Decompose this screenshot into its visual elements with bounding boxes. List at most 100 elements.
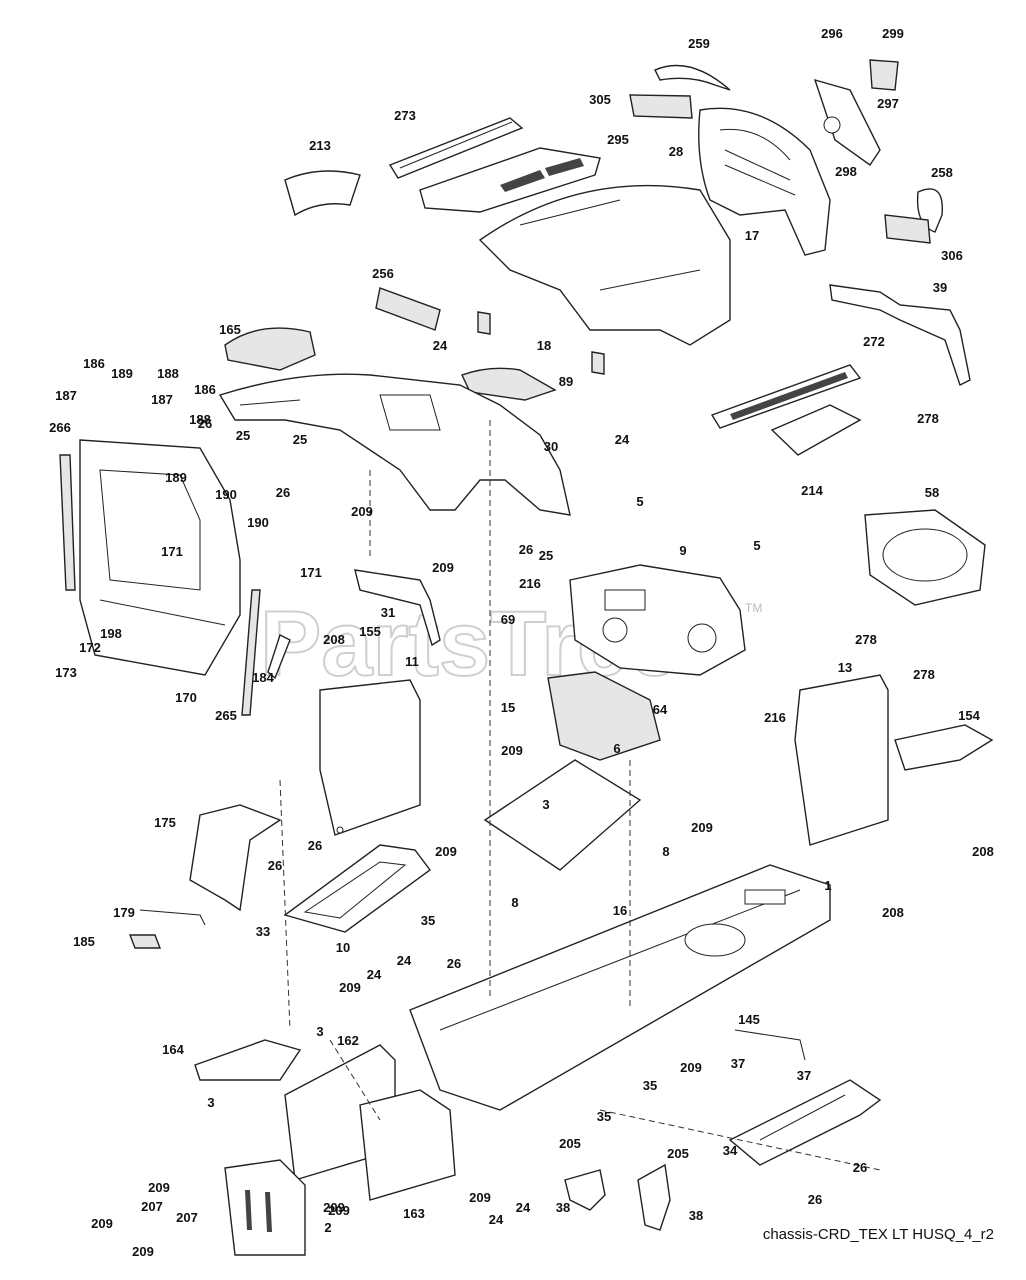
- callout-259: 259: [688, 36, 710, 51]
- part-213-panel[interactable]: [284, 170, 361, 217]
- callout-30: 30: [544, 439, 558, 454]
- part-17-hood[interactable]: [478, 184, 731, 346]
- callout-209: 209: [501, 743, 523, 758]
- part-299-emblem[interactable]: [869, 59, 899, 91]
- callout-266: 266: [49, 420, 71, 435]
- part-11-side-plate[interactable]: [319, 679, 421, 836]
- callout-15: 15: [501, 700, 515, 715]
- callout-24: 24: [433, 338, 448, 353]
- alignment-line: [279, 779, 291, 1031]
- callout-163: 163: [403, 1206, 425, 1221]
- callout-186: 186: [194, 382, 216, 397]
- callout-273: 273: [394, 108, 416, 123]
- part-89-cover[interactable]: [461, 367, 557, 401]
- callout-209: 209: [351, 504, 373, 519]
- callout-188: 188: [189, 412, 211, 427]
- callout-164: 164: [162, 1042, 184, 1057]
- callout-24: 24: [615, 432, 630, 447]
- callout-69: 69: [501, 612, 515, 627]
- callout-295: 295: [607, 132, 629, 147]
- callout-8: 8: [511, 895, 518, 910]
- callout-175: 175: [154, 815, 176, 830]
- part-18-bumpers[interactable]: [477, 311, 605, 375]
- callout-209: 209: [432, 560, 454, 575]
- callout-1: 1: [824, 878, 831, 893]
- callout-296: 296: [821, 26, 843, 41]
- callout-18: 18: [537, 338, 551, 353]
- callout-297: 297: [877, 96, 899, 111]
- callout-256: 256: [372, 266, 394, 281]
- part-58-seat-pan[interactable]: [864, 509, 986, 606]
- trademark-mark: TM: [745, 601, 762, 615]
- part-296-grille-insert[interactable]: [813, 78, 881, 166]
- part-6-floor-plate[interactable]: [483, 759, 642, 871]
- callout-24: 24: [516, 1200, 531, 1215]
- callout-16: 16: [613, 903, 627, 918]
- callout-25: 25: [236, 428, 250, 443]
- part-266-side-rail[interactable]: [59, 454, 76, 591]
- part-28-hood-front[interactable]: [698, 107, 831, 256]
- part-272-grille-strip[interactable]: [710, 364, 862, 429]
- part-184-bracket[interactable]: [267, 634, 291, 680]
- callout-89: 89: [559, 374, 573, 389]
- callout-170: 170: [175, 690, 197, 705]
- part-205-bracket-right[interactable]: [637, 1163, 671, 1231]
- part-259-lens[interactable]: [654, 64, 731, 91]
- callout-172: 172: [79, 640, 101, 655]
- callout-38: 38: [689, 1208, 703, 1223]
- callout-216: 216: [519, 576, 541, 591]
- part-2-front-plate[interactable]: [224, 1159, 306, 1256]
- callout-145: 145: [738, 1012, 760, 1027]
- callout-31: 31: [381, 605, 395, 620]
- part-273-trim-strip[interactable]: [388, 117, 524, 179]
- callout-3: 3: [542, 797, 549, 812]
- part-170-dash-panel[interactable]: [79, 439, 241, 676]
- part-30-fender[interactable]: [218, 373, 571, 516]
- part-306-block[interactable]: [884, 214, 931, 244]
- part-1-main-frame[interactable]: [409, 864, 831, 1111]
- part-163-side-plate[interactable]: [359, 1089, 456, 1201]
- part-34-tow-bar[interactable]: [728, 1079, 882, 1166]
- part-145-rod[interactable]: [734, 1029, 806, 1061]
- part-13-side-plate[interactable]: [794, 674, 889, 846]
- callout-214: 214: [801, 483, 823, 498]
- callout-3: 3: [207, 1095, 214, 1110]
- callout-24: 24: [367, 967, 382, 982]
- part-154-brace[interactable]: [894, 724, 994, 771]
- callout-58: 58: [925, 485, 939, 500]
- callout-190: 190: [247, 515, 269, 530]
- callout-162: 162: [337, 1033, 359, 1048]
- callout-306: 306: [941, 248, 963, 263]
- callout-209: 209: [91, 1216, 113, 1231]
- callout-209: 209: [691, 820, 713, 835]
- alignment-line: [329, 1039, 381, 1121]
- part-265-side-rail[interactable]: [241, 589, 261, 716]
- callout-26: 26: [519, 542, 533, 557]
- callout-26: 26: [198, 416, 212, 431]
- part-165-seat-pad[interactable]: [224, 327, 316, 371]
- part-305-headlight-block[interactable]: [629, 94, 693, 119]
- part-9-dash-console[interactable]: [569, 564, 746, 676]
- part-205-bracket-left[interactable]: [564, 1169, 606, 1211]
- part-164-bracket[interactable]: [194, 1039, 302, 1081]
- callout-173: 173: [55, 665, 77, 680]
- callout-278: 278: [917, 411, 939, 426]
- callout-35: 35: [421, 913, 435, 928]
- part-256-cover[interactable]: [375, 287, 441, 331]
- callout-154: 154: [958, 708, 980, 723]
- part-31-bracket[interactable]: [354, 569, 441, 647]
- part-214-step[interactable]: [770, 404, 862, 456]
- part-295-vent-grille[interactable]: [419, 147, 601, 213]
- part-39-bracket[interactable]: [829, 284, 971, 386]
- callout-298: 298: [835, 164, 857, 179]
- callout-9: 9: [679, 543, 686, 558]
- part-175-skirt[interactable]: [189, 804, 282, 912]
- callout-258: 258: [931, 165, 953, 180]
- part-179-rod[interactable]: [139, 909, 206, 926]
- alignment-line: [599, 1109, 881, 1171]
- part-185-pedal[interactable]: [128, 934, 162, 949]
- part-33-seat-frame[interactable]: [283, 844, 431, 933]
- callout-37: 37: [797, 1068, 811, 1083]
- callout-187: 187: [55, 388, 77, 403]
- part-64-dash-support[interactable]: [547, 671, 661, 761]
